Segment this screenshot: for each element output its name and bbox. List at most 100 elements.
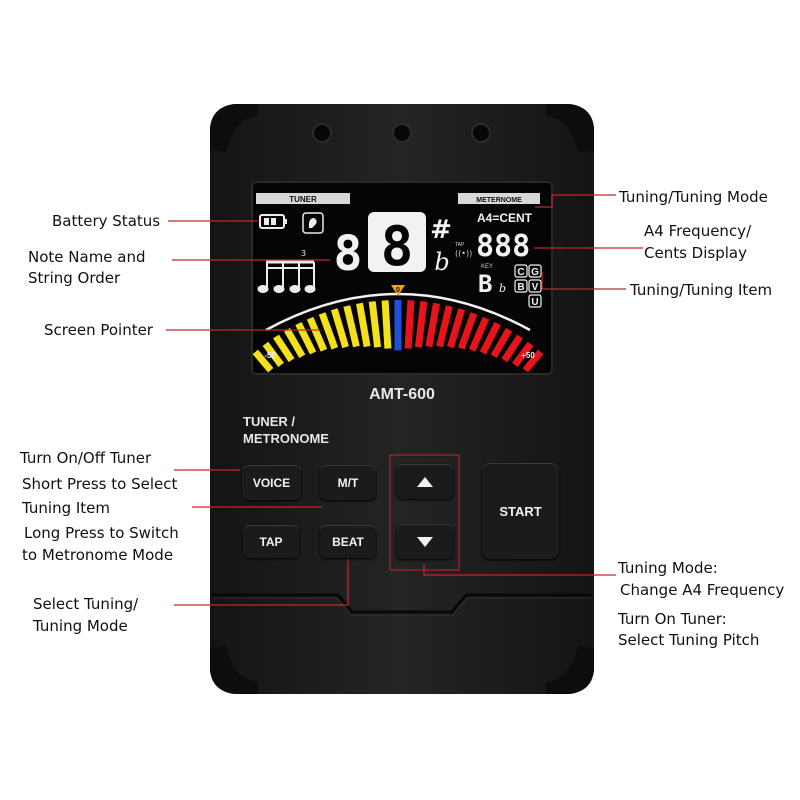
leader-lines (166, 194, 643, 606)
triplet-mark: 3 (301, 249, 306, 258)
item-letter-box (528, 294, 542, 308)
corner-bumper-tl (210, 104, 258, 152)
up-arrow-button[interactable] (396, 464, 453, 499)
meter-bar (252, 349, 274, 373)
meter-bar (368, 301, 382, 348)
meter-min-label: -50 (264, 351, 276, 360)
annotation-a4-1: A4 Frequency/ (644, 222, 752, 240)
meter-bar (425, 302, 440, 348)
meter-bar (501, 334, 523, 363)
annotation-select-2: Tuning Mode (33, 617, 128, 635)
corner-bumper-br (546, 646, 594, 694)
annotation-mode-1: Tuning Mode: (618, 559, 718, 577)
item-letter-box (514, 264, 528, 278)
tuner-tab-label: TUNER (289, 195, 317, 204)
sharp-symbol: # (430, 215, 452, 245)
annotation-mode-4: Select Tuning Pitch (618, 631, 760, 649)
annotation-tuning-mode: Tuning/Tuning Mode (619, 188, 768, 206)
top-hole-1 (312, 123, 332, 143)
key-label: KEY (481, 264, 493, 270)
frequency-digits: 888 (476, 229, 530, 264)
meter-bar (468, 316, 490, 352)
meter-bar (330, 308, 349, 349)
meter-bar (490, 327, 513, 358)
note-name-digit: 8 (381, 215, 414, 278)
annotation-tuner-3: Tuning Item (22, 499, 111, 517)
meter-bar (522, 349, 544, 373)
meter-bar (512, 341, 534, 367)
start-button[interactable]: START (482, 463, 559, 559)
meter-bar (318, 312, 339, 350)
meter-bar (381, 300, 392, 349)
annotation-screen-pointer: Screen Pointer (44, 321, 153, 339)
meter-bar (273, 334, 295, 363)
item-letter: G (531, 267, 539, 278)
mt-button[interactable]: M/T (320, 465, 376, 500)
item-letter-box (514, 279, 528, 293)
item-letter-box (528, 279, 542, 293)
tap-button[interactable]: TAP (243, 525, 299, 558)
key-flat: b (499, 282, 506, 295)
panel-label-line1: TUNER / (243, 414, 295, 429)
top-hole-3 (471, 123, 491, 143)
model-name: AMT-600 (369, 386, 435, 403)
meter-bar (436, 305, 453, 348)
annotation-select-1: Select Tuning/ (33, 595, 139, 613)
annotation-tuner-2: Short Press to Select (22, 475, 178, 493)
annotation-tuner-5: to Metronome Mode (22, 546, 174, 564)
meter-bar (262, 341, 284, 367)
annotation-mode-3: Turn On Tuner: (618, 610, 727, 628)
meter-max-label: +50 (521, 351, 535, 360)
voice-button[interactable]: VOICE (242, 465, 301, 500)
meter-bar (414, 301, 428, 348)
voice-icon (302, 212, 324, 234)
annotation-note-name-1: Note Name and (28, 248, 146, 266)
annotation-tuner-4: Long Press to Switch (24, 524, 179, 542)
beat-button[interactable]: BEAT (320, 525, 376, 558)
meter-bar (447, 308, 466, 349)
string-order-digit: 8 (334, 226, 363, 282)
tuning-meter (252, 300, 544, 373)
meter-bar (295, 322, 317, 355)
note-name-digit-frame (368, 212, 426, 272)
tap-indicator: TAP (455, 242, 465, 248)
item-letter-box (528, 264, 542, 278)
triangle-down-icon (416, 536, 433, 547)
meter-bar (479, 322, 501, 355)
meter-bar (356, 302, 371, 348)
top-hole-2 (392, 123, 412, 143)
item-letter: C (517, 267, 524, 278)
flat-symbol: b (434, 248, 449, 276)
meter-bar (457, 312, 478, 350)
corner-bumper-bl (210, 646, 258, 694)
meter-bar (343, 305, 360, 348)
battery-icon (259, 214, 287, 229)
metronome-tab-label: METERNOME (476, 197, 522, 204)
body-ridge-line (212, 593, 592, 614)
triangle-up-icon (416, 476, 433, 487)
panel-label-line2: METRONOME (243, 431, 329, 446)
a4-cent-label: A4=CENT (477, 211, 533, 225)
meter-zero-label: 0 (396, 287, 400, 294)
annotation-note-name-2: String Order (28, 269, 121, 287)
key-digit: B (478, 270, 492, 298)
meter-bar (283, 327, 306, 358)
meter-bar (404, 300, 415, 349)
item-letter: U (531, 297, 538, 308)
item-letter: V (532, 282, 539, 293)
music-notes-icon (257, 260, 316, 293)
annotation-mode-2: Change A4 Frequency (620, 581, 785, 599)
down-arrow-button[interactable] (396, 524, 453, 559)
annotation-battery-status: Battery Status (52, 212, 161, 230)
tap-signal-icon: ((•)) (455, 249, 472, 258)
annotation-tuner-1: Turn On/Off Tuner (20, 449, 152, 467)
corner-bumper-tr (546, 104, 594, 152)
meter-bar (306, 316, 328, 352)
annotation-tuning-item: Tuning/Tuning Item (630, 281, 773, 299)
item-letter: B (517, 282, 524, 293)
meter-center-arrow (391, 285, 405, 296)
annotation-a4-2: Cents Display (644, 244, 747, 262)
